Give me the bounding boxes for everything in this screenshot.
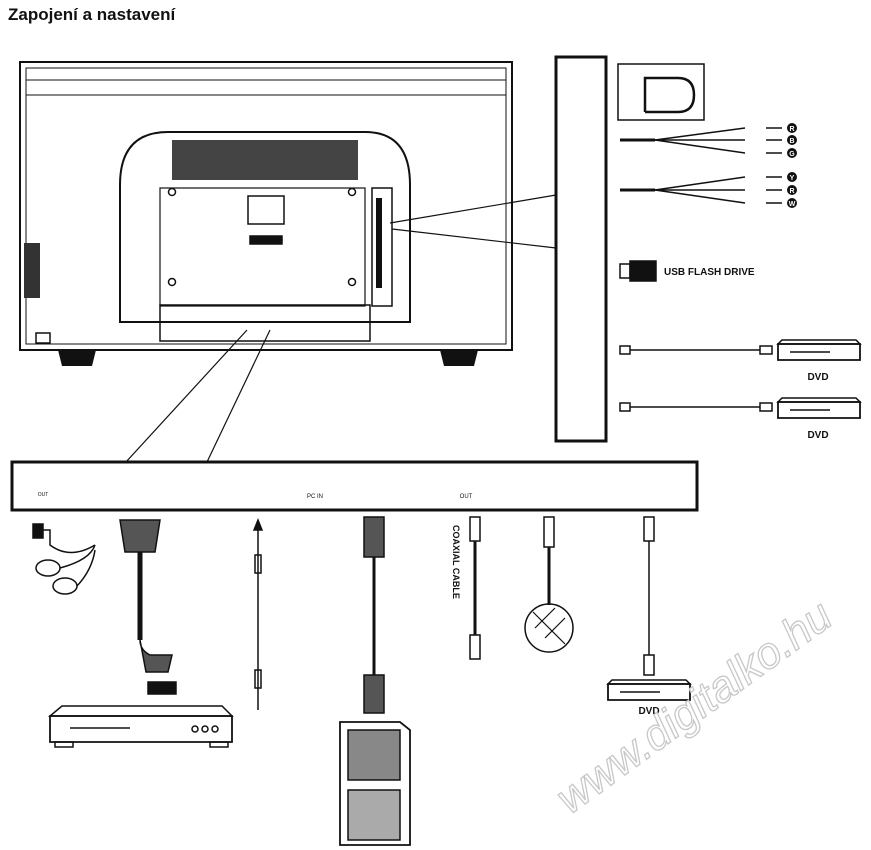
headphone-port-icon xyxy=(35,479,51,491)
plug-color-markers: R B G Y R W xyxy=(787,123,797,208)
side-port-labels: CI IN YPbPr IN AV IN USB IN HDMI3 HDMI2 xyxy=(568,101,604,429)
dvd-label: DVD xyxy=(807,372,828,383)
pc-tower-icon xyxy=(339,721,411,846)
port-vga: VGA xyxy=(361,482,385,494)
tv-back-illustration xyxy=(19,61,513,366)
ci-card-illustration xyxy=(617,63,705,121)
hdmi3-cable xyxy=(619,345,773,355)
port-coaxial: COAXIAL xyxy=(442,482,490,494)
ypbpr-cable xyxy=(620,127,782,154)
dvd-player-icon xyxy=(776,397,862,419)
port-ypbpr-in: YPbPr IN xyxy=(594,122,604,160)
headphones-icon xyxy=(32,523,96,595)
port-hdmi2: HDMI2 xyxy=(583,389,595,423)
port-ci-in: CI IN xyxy=(577,104,589,129)
audio-cable xyxy=(252,517,264,710)
port-coaxial-out: OUT xyxy=(460,494,473,500)
bottom-input-panel xyxy=(10,460,699,512)
port-usb-in: USB IN xyxy=(583,251,595,288)
callout-lines xyxy=(125,194,557,463)
dvd-recorder-icon xyxy=(47,681,234,748)
plug-letter: W xyxy=(789,201,796,208)
scart-cable xyxy=(119,519,173,673)
coaxial-cable xyxy=(469,516,481,660)
vga-cable xyxy=(363,516,385,714)
rf-antenna-cable xyxy=(524,516,574,653)
page-title: Zapojení a nastavení xyxy=(8,5,176,24)
port-pc-in: PC IN xyxy=(307,494,323,500)
port-audio: AUDIO xyxy=(245,482,280,494)
watermark-text: www.digitalko.hu xyxy=(547,591,841,823)
usb-flash-drive-label: USB FLASH DRIVE xyxy=(664,267,755,278)
port-av-in: AV IN xyxy=(583,174,595,202)
hdmi1-cable xyxy=(643,516,655,676)
port-hdmi1: HDMI1 xyxy=(630,482,664,494)
port-hdmi3: HDMI3 xyxy=(583,333,595,367)
hdmi2-cable xyxy=(619,402,773,412)
dvd-player-icon xyxy=(776,339,862,361)
plug-letter: Y xyxy=(790,175,795,182)
plug-letter: R xyxy=(789,126,794,133)
dvd-label: DVD xyxy=(638,706,659,717)
port-headphone-out: OUT xyxy=(38,492,49,498)
port-scart: SCART xyxy=(114,483,151,495)
plug-letter: B xyxy=(789,138,794,145)
plug-letter: G xyxy=(789,151,795,158)
av-cable xyxy=(620,176,782,204)
port-rf-in: RF IN xyxy=(538,482,567,494)
usb-drive-icon xyxy=(619,260,657,282)
side-input-panel xyxy=(554,55,608,443)
coaxial-cable-label: COAXIAL CABLE xyxy=(451,525,461,599)
watermark: www.digitalko.hu xyxy=(546,590,841,824)
dvd-player-icon xyxy=(606,679,692,701)
bottom-port-labels: OUT SCART AUDIO VGA PC IN COAXIAL OUT RF… xyxy=(29,475,670,500)
device-labels: USB FLASH DRIVE DVD DVD DVD COAXIAL CABL… xyxy=(451,267,829,717)
plug-letter: R xyxy=(789,188,794,195)
dvd-label: DVD xyxy=(807,430,828,441)
